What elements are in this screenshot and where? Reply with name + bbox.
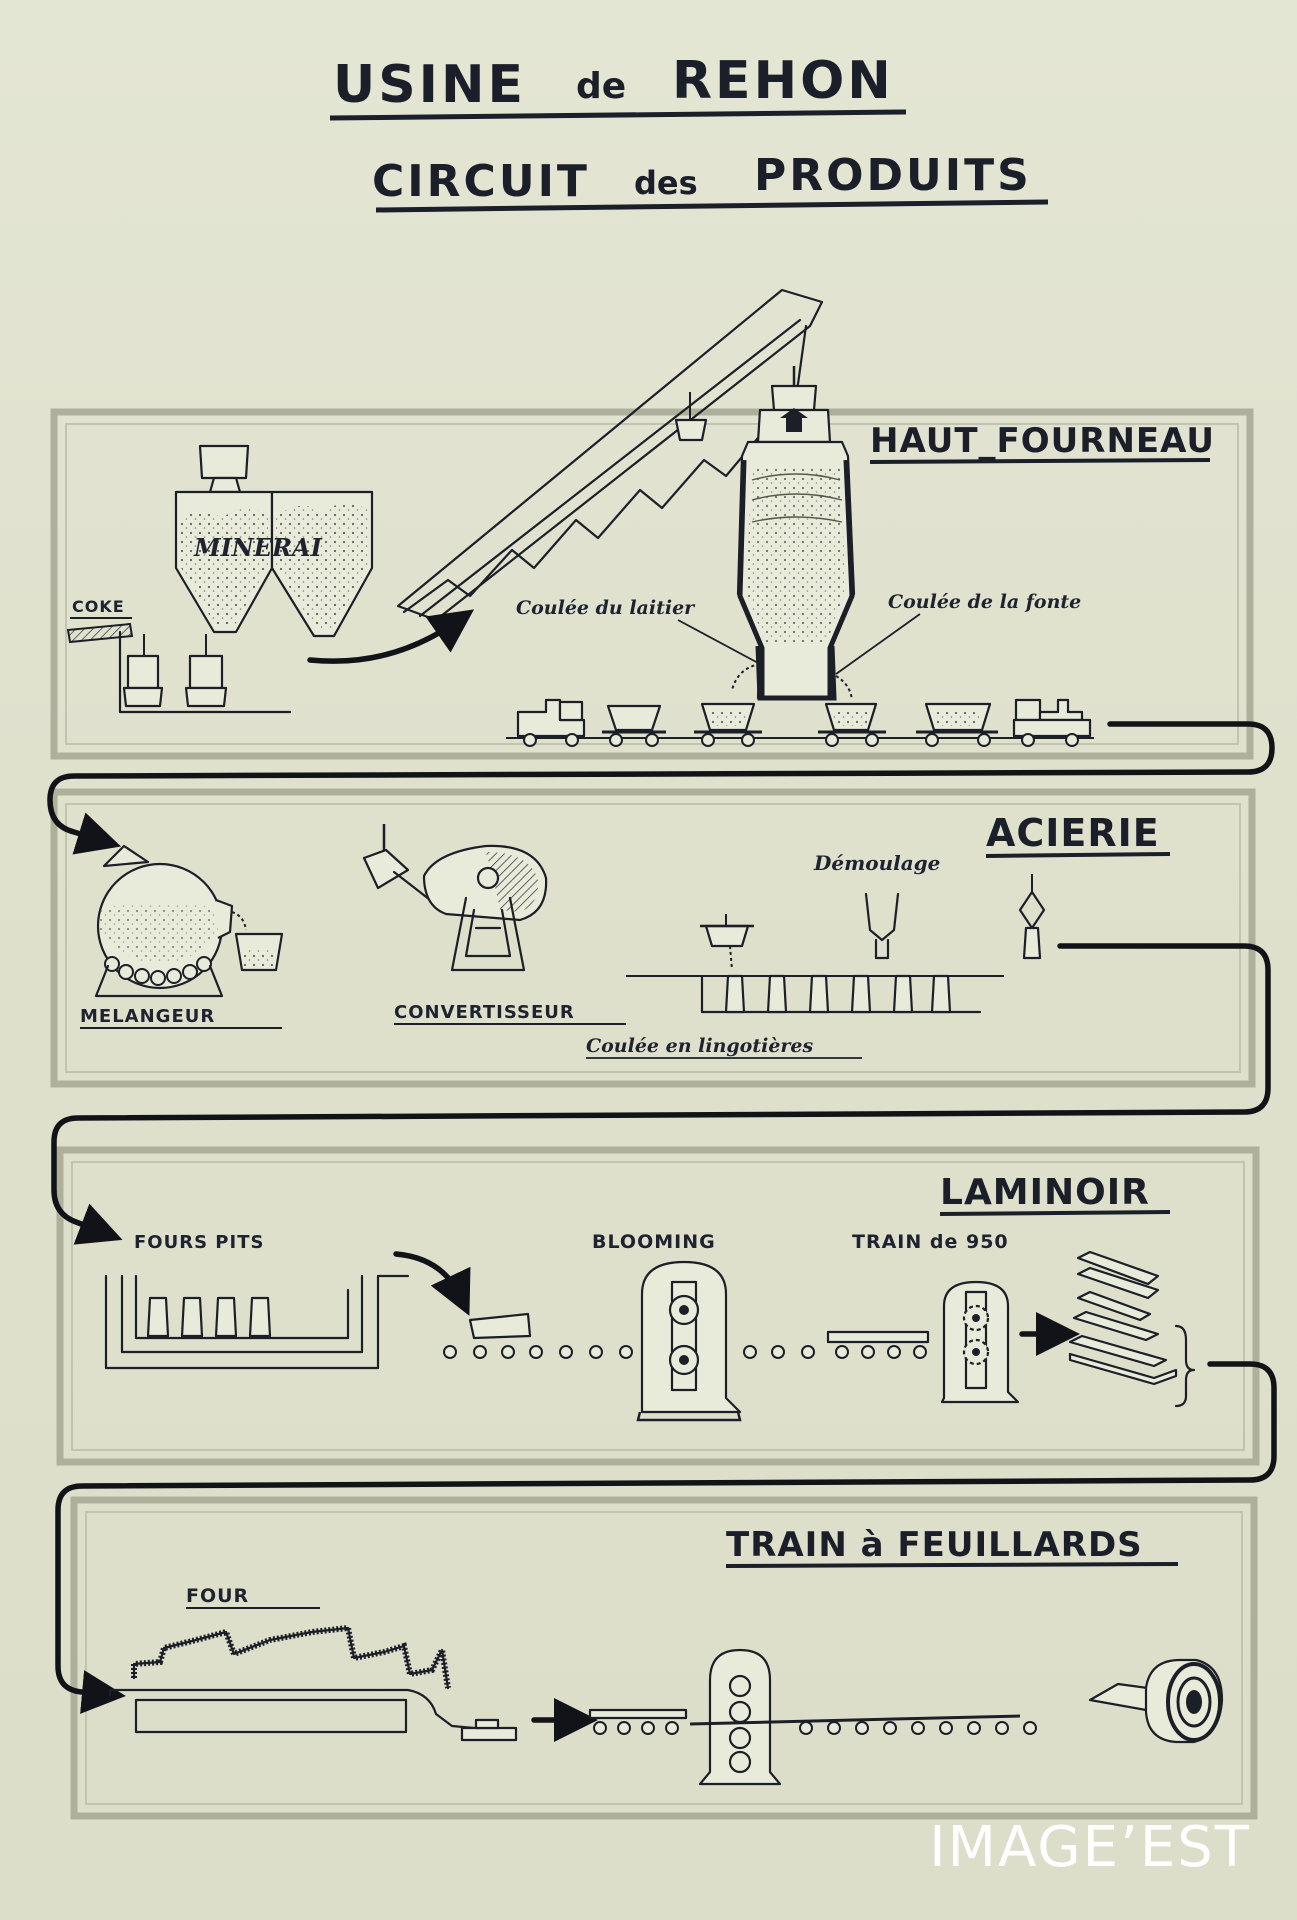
converter-icon: CONVERTISSEUR bbox=[362, 824, 626, 1025]
label-demoulage: Démoulage bbox=[813, 851, 940, 875]
label-coulee-fonte: Coulée de la fonte bbox=[888, 591, 1081, 613]
panel-acierie bbox=[50, 788, 1256, 1088]
mixer-icon: MELANGEUR bbox=[80, 844, 284, 1029]
section-laminoir: LAMINOIR FOURS PITS BLOOMING bbox=[104, 1172, 1196, 1422]
section-train-feuillards: TRAIN à FEUILLARDS FOUR bbox=[108, 1525, 1224, 1786]
title-underline-1 bbox=[329, 109, 907, 121]
section-title-acierie: ACIERIE bbox=[986, 811, 1160, 855]
flow-line-2 bbox=[51, 943, 1271, 1245]
watermark-image-est: IMAGE’EST bbox=[929, 1815, 1251, 1880]
reheating-furnace-icon: FOUR bbox=[108, 1585, 518, 1742]
label-coulee-laitier: Coulée du laitier bbox=[516, 597, 696, 619]
panel-train-feuillards bbox=[70, 1496, 1258, 1820]
soaking-pits-icon: FOURS PITS bbox=[104, 1232, 410, 1370]
section-title-train-feuillards: TRAIN à FEUILLARDS bbox=[726, 1525, 1143, 1565]
title-des: des bbox=[634, 164, 698, 202]
rail-train-icon bbox=[506, 698, 1094, 747]
roller-table-1 bbox=[443, 1312, 633, 1359]
title-usine: USINE bbox=[333, 55, 526, 115]
title-de: de bbox=[576, 66, 626, 107]
label-convertisseur: CONVERTISSEUR bbox=[394, 1002, 575, 1023]
label-train-950: TRAIN de 950 bbox=[852, 1231, 1009, 1253]
label-fours-pits: FOURS PITS bbox=[134, 1232, 264, 1253]
roller-table-2 bbox=[743, 1330, 930, 1359]
panel-haut-fourneau bbox=[50, 408, 1254, 760]
blooming-mill-icon: BLOOMING bbox=[592, 1231, 742, 1422]
title-rehon: REHON bbox=[672, 51, 894, 111]
label-coulee-lingotieres: Coulée en lingotières bbox=[586, 1035, 814, 1057]
ore-bins-icon: MINERAI bbox=[174, 444, 374, 638]
flow-line-3 bbox=[55, 1361, 1277, 1714]
arrow-to-bridge bbox=[307, 609, 475, 664]
label-blooming: BLOOMING bbox=[592, 1231, 716, 1253]
section-title-haut-fourneau: HAUT_FOURNEAU bbox=[870, 421, 1215, 461]
section-haut-fourneau: HAUT_FOURNEAU MINERAI COKE bbox=[66, 288, 1215, 747]
blast-furnace-icon bbox=[736, 366, 856, 701]
ingot-moulds-icon: Démoulage Coulée en lingotières bbox=[586, 851, 1046, 1059]
flow-line-1 bbox=[47, 721, 1275, 855]
label-coke: COKE bbox=[72, 597, 125, 616]
arrow-to-blooming bbox=[393, 1251, 471, 1316]
title-circuit: CIRCUIT bbox=[372, 156, 590, 207]
train-950-stand-icon: TRAIN de 950 bbox=[852, 1231, 1020, 1404]
panel-laminoir bbox=[56, 1146, 1260, 1466]
poster-title: USINE de REHON CIRCUIT des PRODUITS bbox=[329, 51, 1049, 213]
rolled-products-icon bbox=[1068, 1250, 1196, 1408]
label-minerai: MINERAI bbox=[193, 533, 323, 562]
section-acierie: ACIERIE MELANGEUR bbox=[80, 811, 1171, 1059]
title-produits: PRODUITS bbox=[754, 150, 1032, 201]
coke-conveyor-icon: COKE bbox=[66, 597, 292, 714]
label-melangeur: MELANGEUR bbox=[80, 1006, 215, 1027]
strip-mill-icon bbox=[588, 1648, 1037, 1786]
section-title-laminoir: LAMINOIR bbox=[940, 1172, 1150, 1213]
title-underline-2 bbox=[375, 199, 1049, 213]
label-four: FOUR bbox=[186, 1585, 249, 1607]
strip-coil-icon bbox=[1088, 1658, 1224, 1744]
